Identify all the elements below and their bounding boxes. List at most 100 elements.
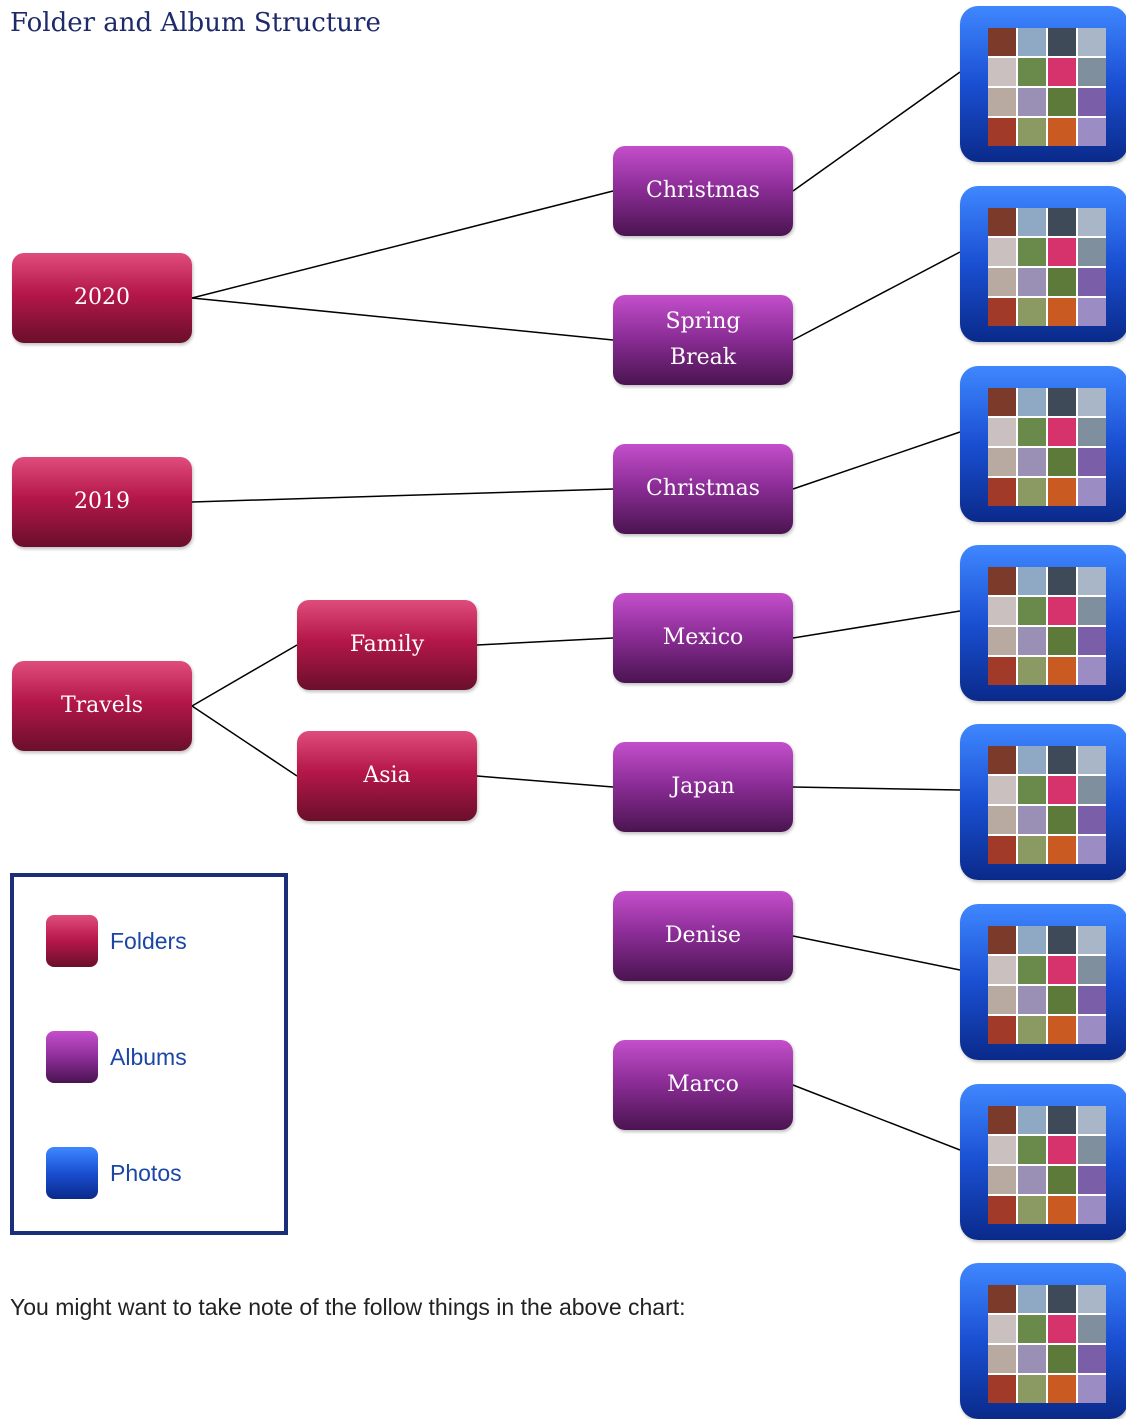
photo-thumbnail [988, 956, 1016, 984]
photo-thumbnail [1078, 448, 1106, 476]
photo-thumbnail [988, 1345, 1016, 1373]
photo-thumbnail [1078, 1016, 1106, 1044]
album-marco[interactable]: Marco [613, 1040, 793, 1130]
photo-thumbnail-grid [988, 28, 1106, 146]
photo-thumbnail [1048, 1285, 1076, 1313]
photo-stack-icon[interactable] [960, 545, 1126, 701]
connector-line [792, 71, 961, 192]
photo-thumbnail [1078, 1315, 1106, 1343]
photo-thumbnail [1078, 567, 1106, 595]
folder-2020[interactable]: 2020 [12, 253, 192, 343]
photo-thumbnail [1078, 776, 1106, 804]
photo-thumbnail [988, 746, 1016, 774]
photo-thumbnail [1048, 1375, 1076, 1403]
folder-asia[interactable]: Asia [297, 731, 477, 821]
connector-line [476, 637, 614, 646]
connector-line [792, 610, 961, 639]
photo-thumbnail [1048, 657, 1076, 685]
photo-thumbnail [1078, 1285, 1106, 1313]
album-spring-break[interactable]: Spring Break [613, 295, 793, 385]
photo-thumbnail [988, 836, 1016, 864]
photo-thumbnail [1048, 1345, 1076, 1373]
album-mexico[interactable]: Mexico [613, 593, 793, 683]
album-japan[interactable]: Japan [613, 742, 793, 832]
photo-stack-icon[interactable] [960, 904, 1126, 1060]
photo-thumbnail [988, 1196, 1016, 1224]
photo-thumbnail [1048, 58, 1076, 86]
photo-stack-icon[interactable] [960, 1263, 1126, 1419]
album-christmas-2019[interactable]: Christmas [613, 444, 793, 534]
note-text: You might want to take note of the follo… [10, 1294, 686, 1320]
photo-thumbnail [1018, 1375, 1046, 1403]
photo-thumbnail [1018, 1016, 1046, 1044]
photo-thumbnail [988, 388, 1016, 416]
photo-thumbnail [988, 1136, 1016, 1164]
photo-thumbnail [1048, 567, 1076, 595]
legend-item-folders: Folders [46, 915, 187, 967]
connector-line [191, 190, 614, 299]
photo-thumbnail [1018, 118, 1046, 146]
photo-thumbnail [1018, 238, 1046, 266]
photo-thumbnail [1048, 986, 1076, 1014]
photo-thumbnail-grid [988, 926, 1106, 1044]
photo-thumbnail [988, 1375, 1016, 1403]
photo-thumbnail [1078, 28, 1106, 56]
photo-thumbnail [1048, 1196, 1076, 1224]
photo-thumbnail [988, 986, 1016, 1014]
photo-thumbnail [1018, 448, 1046, 476]
album-christmas-2020[interactable]: Christmas [613, 146, 793, 236]
folder-travels[interactable]: Travels [12, 661, 192, 751]
photo-thumbnail [1078, 657, 1106, 685]
connector-line [191, 488, 614, 503]
folder-family[interactable]: Family [297, 600, 477, 690]
photo-thumbnail [1048, 1166, 1076, 1194]
photo-thumbnail [1078, 1136, 1106, 1164]
photo-thumbnail [1018, 1285, 1046, 1313]
photo-thumbnail [1018, 478, 1046, 506]
photo-thumbnail [1078, 806, 1106, 834]
photo-thumbnail [1048, 28, 1076, 56]
photo-thumbnail [1078, 388, 1106, 416]
photo-thumbnail [988, 806, 1016, 834]
photo-thumbnail [1018, 1196, 1046, 1224]
legend-label-folders: Folders [110, 927, 187, 954]
photo-thumbnail [988, 418, 1016, 446]
photo-stack-icon[interactable] [960, 1084, 1126, 1240]
photo-thumbnail [1018, 298, 1046, 326]
photo-thumbnail [988, 627, 1016, 655]
photo-thumbnail [988, 1016, 1016, 1044]
photo-thumbnail [1048, 746, 1076, 774]
photo-thumbnail [1018, 836, 1046, 864]
photo-thumbnail [1018, 746, 1046, 774]
photo-thumbnail [1078, 88, 1106, 116]
photo-thumbnail [1078, 268, 1106, 296]
photo-thumbnail [1018, 806, 1046, 834]
photo-thumbnail [1078, 746, 1106, 774]
connector-line [792, 786, 961, 791]
photo-thumbnail [1018, 28, 1046, 56]
photo-stack-icon[interactable] [960, 186, 1126, 342]
photo-thumbnail-grid [988, 208, 1106, 326]
album-denise[interactable]: Denise [613, 891, 793, 981]
photo-thumbnail [1048, 597, 1076, 625]
photo-thumbnail [1048, 627, 1076, 655]
photo-thumbnail [988, 657, 1016, 685]
photo-thumbnail [1048, 418, 1076, 446]
photo-thumbnail [1078, 118, 1106, 146]
page-title: Folder and Album Structure [10, 8, 381, 38]
photo-stack-icon[interactable] [960, 724, 1126, 880]
album-swatch [46, 1031, 98, 1083]
connector-line [792, 1084, 961, 1151]
photo-thumbnail [1048, 268, 1076, 296]
photo-thumbnail [988, 478, 1016, 506]
photo-thumbnail [1048, 776, 1076, 804]
legend: Folders Albums Photos [10, 873, 288, 1235]
photo-thumbnail [988, 567, 1016, 595]
photo-stack-icon[interactable] [960, 366, 1126, 522]
photo-thumbnail [988, 58, 1016, 86]
photo-thumbnail [1078, 926, 1106, 954]
folder-2019[interactable]: 2019 [12, 457, 192, 547]
photo-thumbnail [988, 1315, 1016, 1343]
photo-stack-icon[interactable] [960, 6, 1126, 162]
